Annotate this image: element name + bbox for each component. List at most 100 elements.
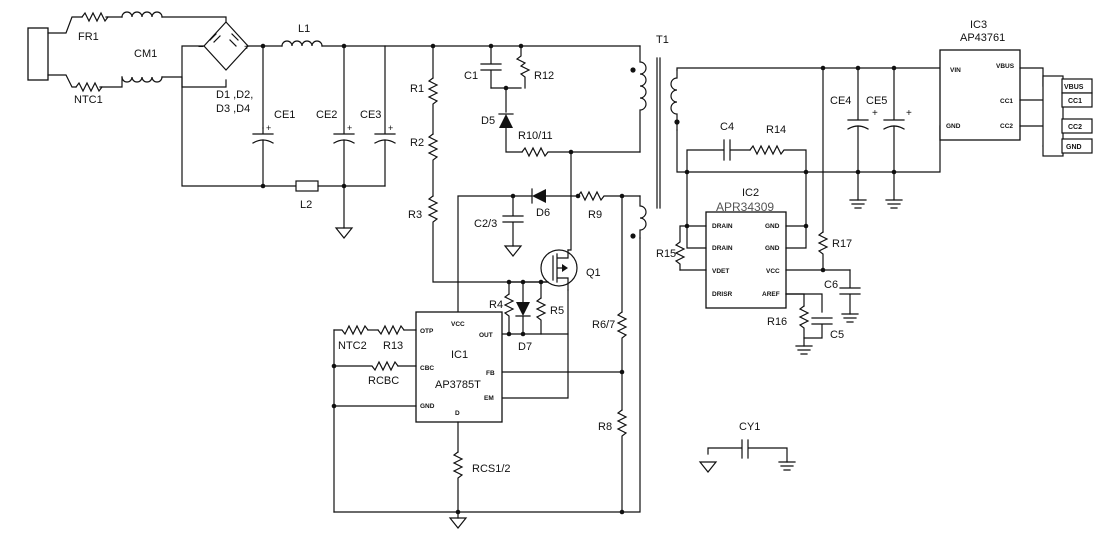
ic1-pin-out: OUT [479, 332, 493, 339]
primary-ground-symbol [334, 227, 354, 239]
r9-label: R9 [588, 209, 602, 221]
ic2-pin-drain2: DRAIN [712, 245, 733, 252]
ic1-pin-d: D [455, 410, 460, 417]
ic3-ref: IC3 [970, 19, 987, 31]
fr1-label: FR1 [78, 31, 99, 43]
r5-resistor [535, 297, 569, 335]
c1-label: C1 [464, 70, 478, 82]
ic3-pin-cc2: CC2 [1000, 123, 1013, 130]
d5-diode [499, 114, 513, 128]
ic2-pin-gnd1: GND [765, 223, 780, 230]
rcbc-resistor [333, 360, 399, 372]
bridge-label-2: D3 ,D4 [216, 103, 250, 115]
usb-cc2-label: CC2 [1068, 124, 1082, 131]
ic1-pin-gnd: GND [420, 403, 435, 410]
ic2-pin-aref: AREF [762, 291, 780, 298]
usb-cc1-label: CC1 [1068, 98, 1082, 105]
q1-label: Q1 [586, 267, 601, 279]
r17-label: R17 [832, 238, 852, 250]
ic2-chip [705, 211, 787, 309]
r1-resistor [427, 77, 439, 135]
ac-input-plug [27, 27, 49, 81]
bridge-rectifier: − + [198, 21, 250, 71]
r12-resistor [515, 45, 531, 89]
ic3-pin-vbus: VBUS [996, 63, 1015, 70]
svg-text:+: + [388, 123, 393, 133]
ic2-pin-gnd2: GND [765, 245, 780, 252]
ce5-capacitor: + + [872, 67, 912, 201]
r10-11-label: R10/11 [518, 130, 553, 142]
usb-gnd-label: GND [1066, 144, 1082, 151]
ic1-ground-symbol [448, 517, 468, 529]
ic2-pin-drisr: DRISR [712, 291, 733, 298]
ic1-pin-em: EM [484, 395, 494, 402]
rcs-label: RCS1/2 [472, 463, 511, 475]
r13-label: R13 [383, 340, 403, 352]
r5-label: R5 [550, 305, 564, 317]
r16-ground-symbol [795, 345, 813, 355]
ce3-capacitor: + [374, 45, 396, 187]
ce5-ground-symbol [885, 199, 903, 209]
ce2-capacitor: + [333, 45, 355, 187]
ce4-ground-symbol [849, 199, 867, 209]
c2-3-ground [503, 245, 523, 257]
c4-label: C4 [720, 121, 734, 133]
r12-label: R12 [534, 70, 554, 82]
r17-resistor [817, 231, 829, 271]
ic3-part: AP43761 [960, 32, 1005, 44]
r13-resistor [377, 324, 405, 336]
r9-resistor [577, 190, 641, 202]
cy1-label: CY1 [739, 421, 760, 433]
d6-diode [532, 189, 546, 203]
r15-resistor [674, 225, 688, 271]
ic3-chip [939, 49, 1021, 141]
svg-text:+: + [266, 123, 271, 133]
cm1-choke-top [121, 11, 163, 18]
svg-text:−: − [198, 42, 204, 53]
c2-3-label: C2/3 [474, 218, 497, 230]
ntc2-label: NTC2 [338, 340, 367, 352]
ic1-pin-cbc: CBC [420, 365, 434, 372]
c6-label: C6 [824, 279, 838, 291]
ce1-label: CE1 [274, 109, 295, 121]
ic3-pin-vin: VIN [950, 67, 961, 74]
r4-resistor [503, 293, 515, 335]
cy1-primary-ground [698, 461, 718, 473]
ic2-pin-drain1: DRAIN [712, 223, 733, 230]
r6-7-label: R6/7 [592, 319, 615, 331]
r8-label: R8 [598, 421, 612, 433]
ic1-ref: IC1 [451, 349, 468, 361]
ic2-ref: IC2 [742, 187, 759, 199]
r1-label: R1 [410, 83, 424, 95]
c5-label: C5 [830, 329, 844, 341]
ic2-pin-vdet: VDET [712, 268, 729, 275]
ic1-part: AP3785T [435, 379, 481, 391]
c6-ground-symbol [841, 313, 859, 323]
l2-label: L2 [300, 199, 312, 211]
r3-resistor [427, 195, 549, 283]
ce1-capacitor: + [252, 123, 274, 187]
rcbc-label: RCBC [368, 375, 399, 387]
r14-resistor [749, 144, 807, 173]
svg-text:+: + [906, 108, 912, 119]
cm1-choke-bottom [121, 76, 163, 83]
ic1-pin-vcc: VCC [451, 321, 465, 328]
ic3-pin-gnd: GND [946, 123, 961, 130]
bridge-label-1: D1 ,D2, [216, 89, 253, 101]
usb-vbus-label: VBUS [1064, 84, 1084, 91]
t1-label: T1 [656, 34, 669, 46]
svg-text:+: + [347, 123, 352, 133]
svg-text:+: + [244, 42, 250, 53]
d5-label: D5 [481, 115, 495, 127]
ce4-capacitor [847, 67, 869, 201]
r16-label: R16 [767, 316, 787, 328]
ic3-pin-cc1: CC1 [1000, 98, 1013, 105]
q1-mosfet [540, 249, 578, 291]
d7-label: D7 [518, 341, 532, 353]
ntc1-label: NTC1 [74, 94, 103, 106]
r14-label: R14 [766, 124, 786, 136]
ic1-chip [415, 311, 503, 423]
d6-label: D6 [536, 207, 550, 219]
fr1-resistor [81, 11, 109, 23]
